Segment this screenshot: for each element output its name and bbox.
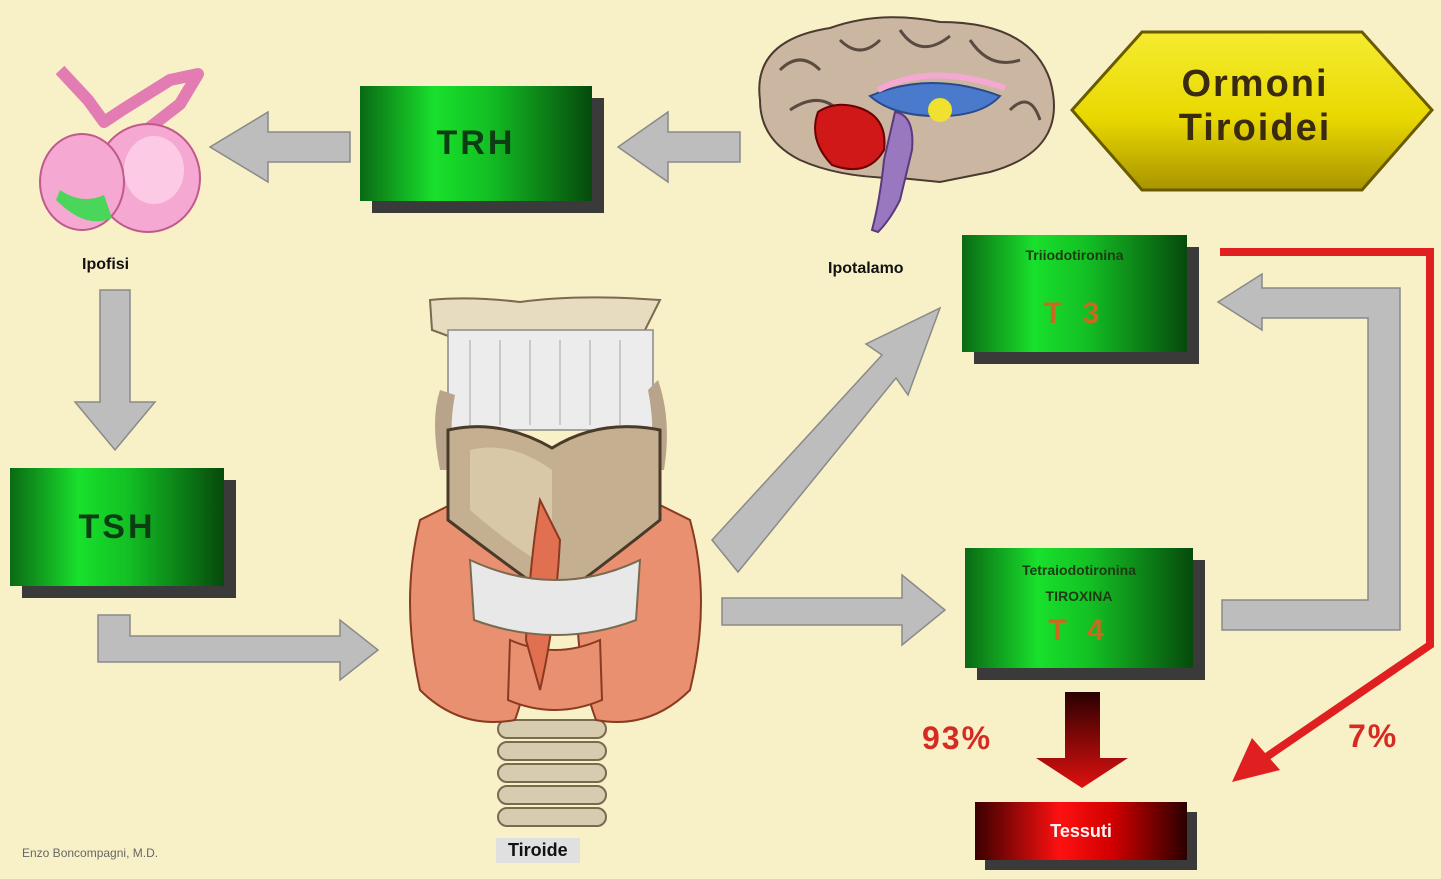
ormoni-tiroidei-label: Ormoni Tiroidei [1150, 62, 1360, 150]
author-credit: Enzo Boncompagni, M.D. [22, 846, 158, 860]
arrow-t4-feedback-to-t3 [1218, 274, 1400, 630]
arrow-t3-to-tessuti-head [1232, 738, 1280, 782]
pct-7: 7% [1348, 718, 1398, 755]
trh-box: TRH [360, 86, 592, 201]
tsh-box: TSH [10, 468, 224, 586]
arrow-tiroide-to-t4 [722, 575, 945, 645]
trh-label: TRH [437, 124, 516, 163]
arrow-tsh-to-tiroide [98, 615, 378, 680]
pct-93: 93% [922, 720, 992, 757]
ipofisi-label: Ipofisi [82, 256, 129, 274]
arrow-t4-to-tessuti [1036, 692, 1128, 788]
t3-box: Triiodotironina T 3 [962, 235, 1187, 352]
tiroide-label: Tiroide [496, 838, 580, 863]
ipotalamo-label: Ipotalamo [828, 260, 904, 278]
t3-name: Triiodotironina [962, 247, 1187, 263]
t4-symbol: T 4 [965, 614, 1193, 648]
tessuti-box: Tessuti [975, 802, 1187, 860]
arrow-tiroide-to-t3 [712, 308, 940, 572]
hex-line-1: Ormoni [1150, 62, 1360, 106]
t4-box: Tetraiodotironina TIROXINA T 4 [965, 548, 1193, 668]
arrow-brain-to-trh [618, 112, 740, 182]
hex-line-2: Tiroidei [1150, 106, 1360, 150]
arrow-ipofisi-to-tsh [75, 290, 155, 450]
t4-sub: TIROXINA [965, 588, 1193, 604]
tessuti-label: Tessuti [1050, 821, 1112, 842]
tsh-label: TSH [79, 508, 156, 547]
brain-illustration [759, 17, 1054, 232]
thyroid-gland-illustration [410, 297, 701, 826]
t3-symbol: T 3 [962, 297, 1187, 331]
t4-name: Tetraiodotironina [965, 562, 1193, 578]
arrow-trh-to-ipofisi [210, 112, 350, 182]
pituitary-gland-illustration [40, 70, 200, 232]
